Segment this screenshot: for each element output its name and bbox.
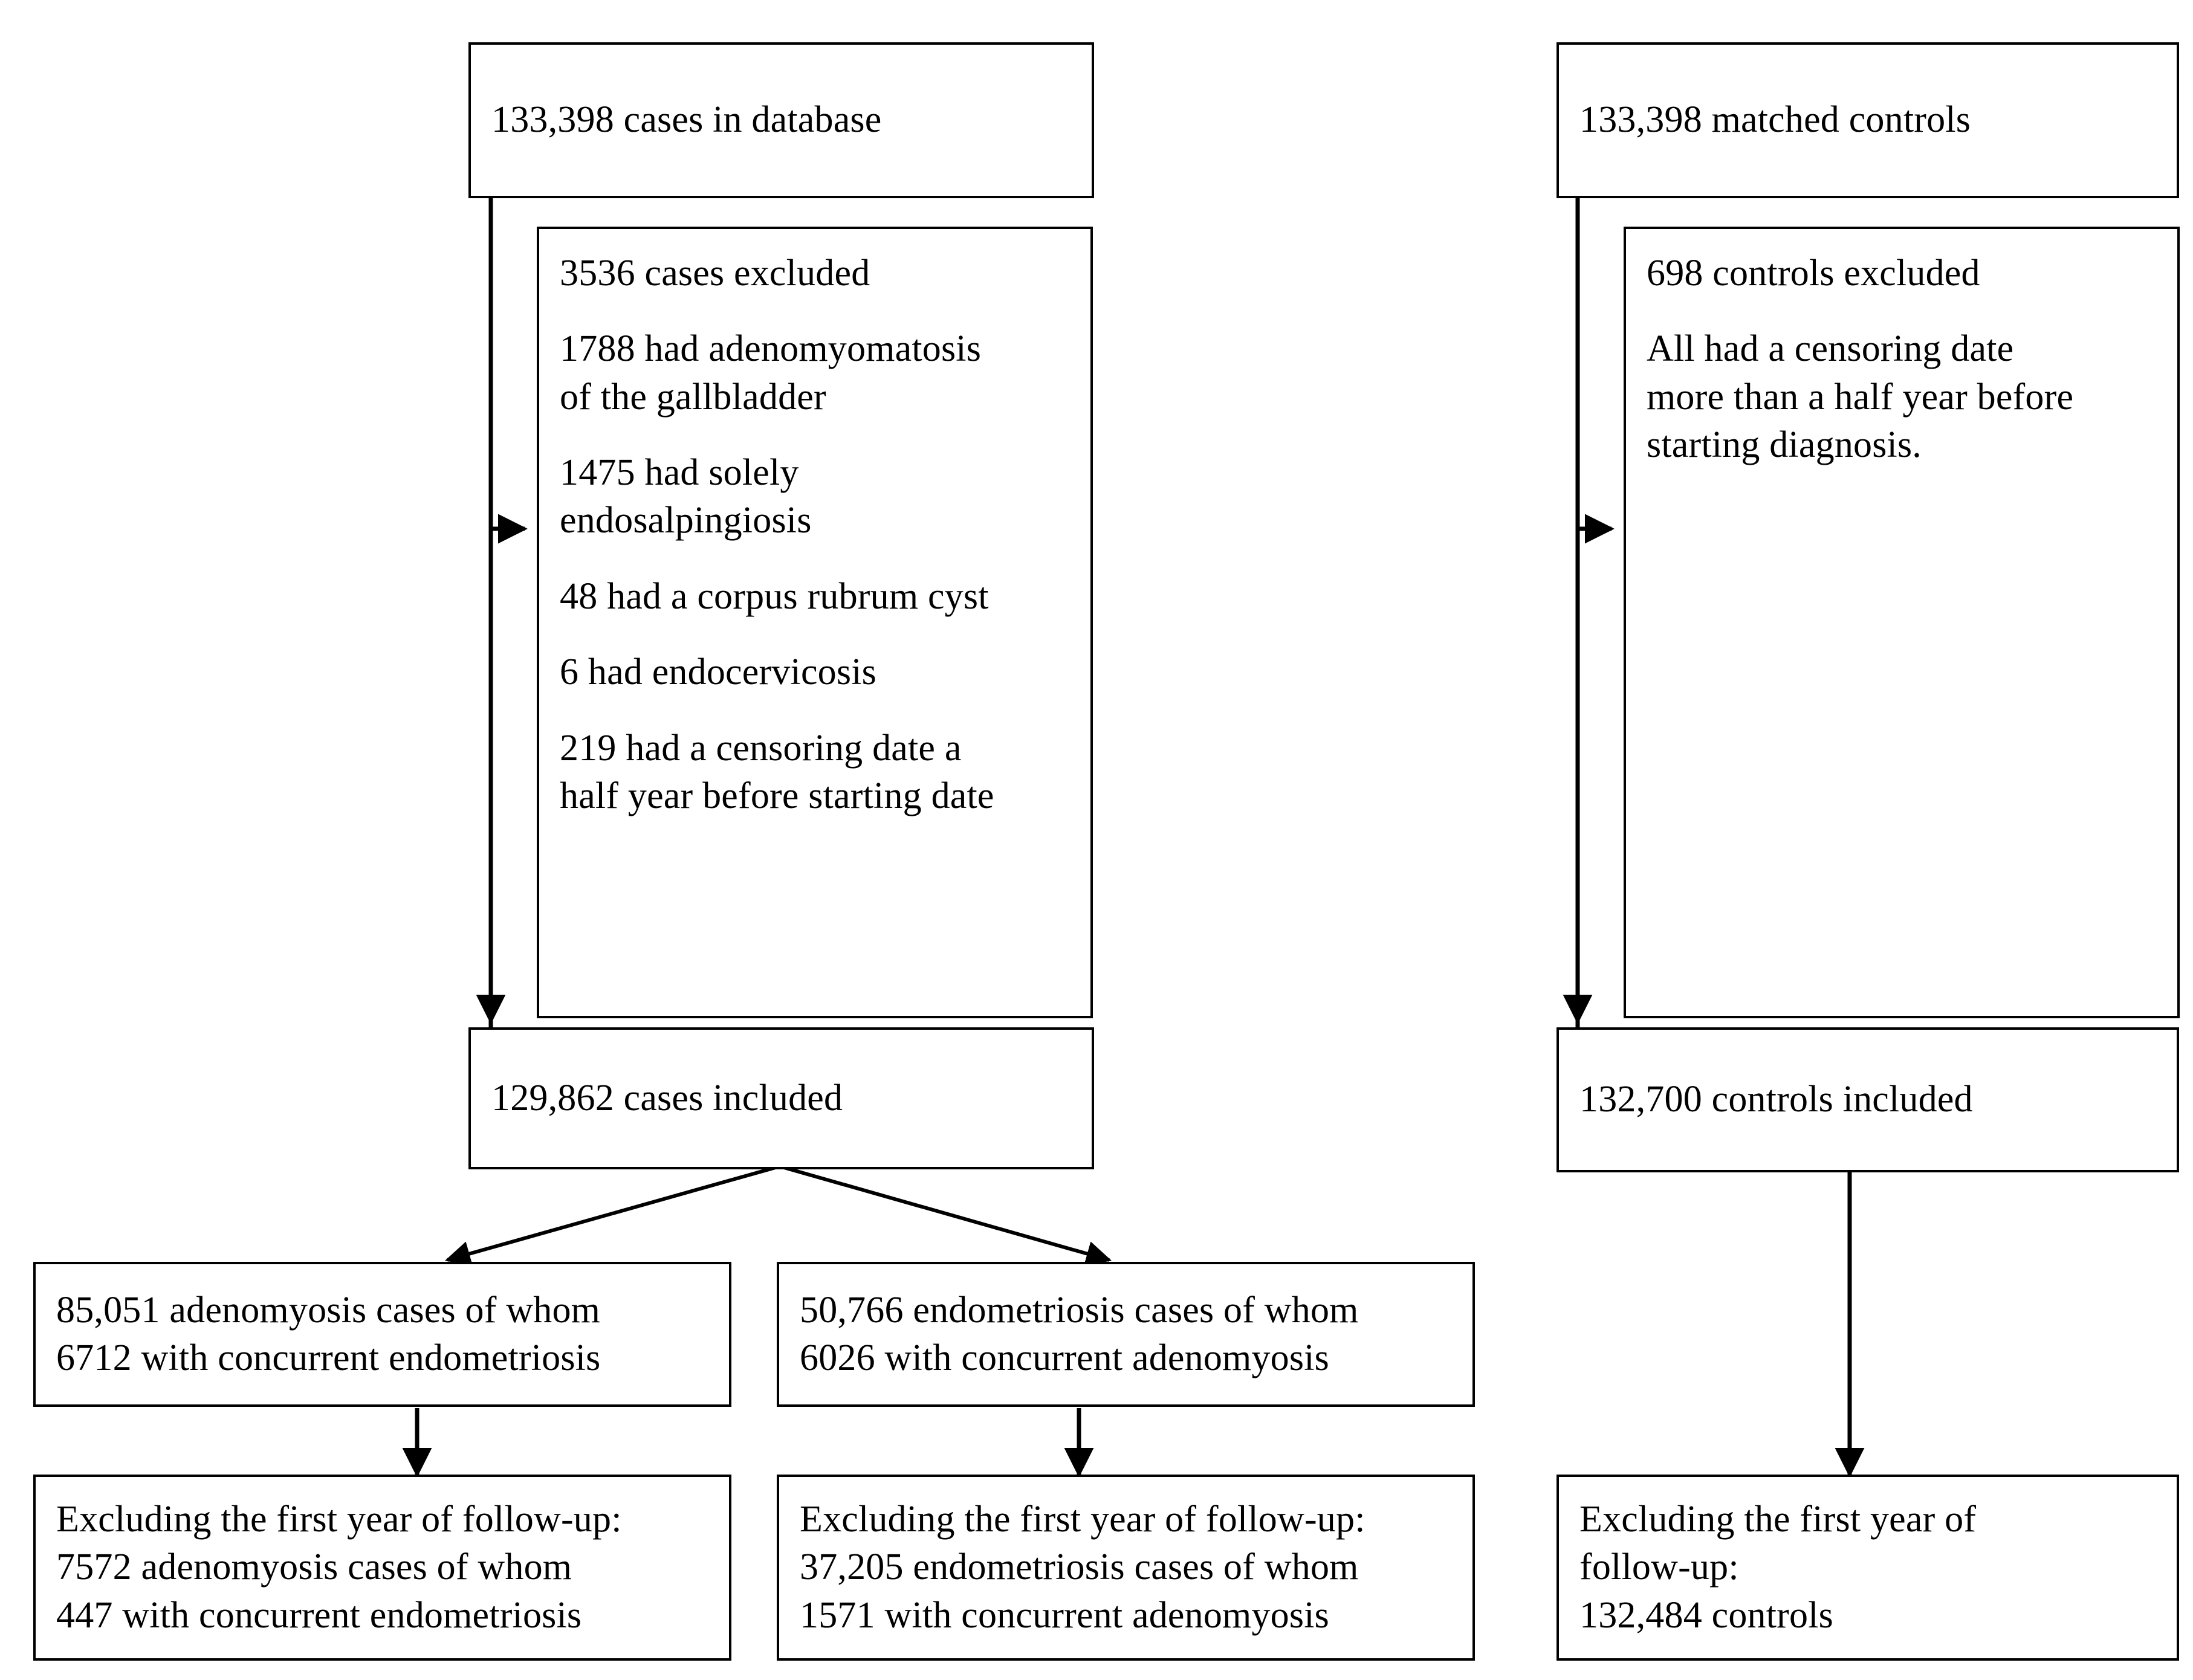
node-endometriosis-cases: 50,766 endometriosis cases of whom 6026 … <box>777 1262 1475 1407</box>
node-controls-excluded-line-0: 698 controls excluded <box>1647 253 1980 294</box>
node-cases-excluded-line-5: 219 had a censoring date a half year bef… <box>560 727 994 816</box>
node-cases-excluded: 3536 cases excluded 1788 had adenomyomat… <box>537 227 1093 1018</box>
node-adenomyosis-cases-label: 85,051 adenomyosis cases of whom 6712 wi… <box>56 1289 601 1378</box>
node-cases-excluded-line-3: 48 had a corpus rubrum cyst <box>560 575 989 617</box>
node-controls-included-label: 132,700 controls included <box>1579 1079 1973 1120</box>
node-controls-excluded: 698 controls excluded All had a censorin… <box>1624 227 2180 1018</box>
node-controls-total-label: 133,398 matched controls <box>1579 99 1971 141</box>
node-controls-included: 132,700 controls included <box>1556 1027 2179 1172</box>
node-controls-followup-label: Excluding the first year of follow-up: 1… <box>1579 1498 1977 1636</box>
edge-cases-total-to-excluded <box>488 198 528 1027</box>
node-adenomyosis-followup-label: Excluding the first year of follow-up: 7… <box>56 1498 622 1636</box>
node-adenomyosis-cases: 85,051 adenomyosis cases of whom 6712 wi… <box>33 1262 731 1407</box>
node-endometriosis-cases-label: 50,766 endometriosis cases of whom 6026 … <box>800 1289 1359 1378</box>
node-cases-total-label: 133,398 cases in database <box>491 99 882 141</box>
edge-cases-included-to-endometriosis <box>779 1165 1112 1266</box>
node-controls-excluded-line-1: All had a censoring date more than a hal… <box>1647 328 2074 466</box>
node-controls-followup: Excluding the first year of follow-up: 1… <box>1556 1475 2179 1661</box>
node-cases-excluded-line-1: 1788 had adenomyomatosis of the gallblad… <box>560 328 982 418</box>
node-cases-excluded-line-4: 6 had endocervicosis <box>560 651 876 693</box>
node-cases-excluded-line-0: 3536 cases excluded <box>560 253 870 294</box>
node-endometriosis-followup: Excluding the first year of follow-up: 3… <box>777 1475 1475 1661</box>
edge-cases-included-to-adenomyosis <box>444 1165 780 1266</box>
node-cases-total: 133,398 cases in database <box>468 42 1094 198</box>
node-controls-total: 133,398 matched controls <box>1556 42 2179 198</box>
node-adenomyosis-followup: Excluding the first year of follow-up: 7… <box>33 1475 731 1661</box>
node-endometriosis-followup-label: Excluding the first year of follow-up: 3… <box>800 1498 1365 1636</box>
node-cases-included: 129,862 cases included <box>468 1027 1094 1169</box>
edge-controls-total-to-excluded <box>1575 198 1615 1027</box>
node-cases-included-label: 129,862 cases included <box>491 1077 843 1119</box>
node-cases-excluded-line-2: 1475 had solely endosalpingiosis <box>560 452 812 541</box>
